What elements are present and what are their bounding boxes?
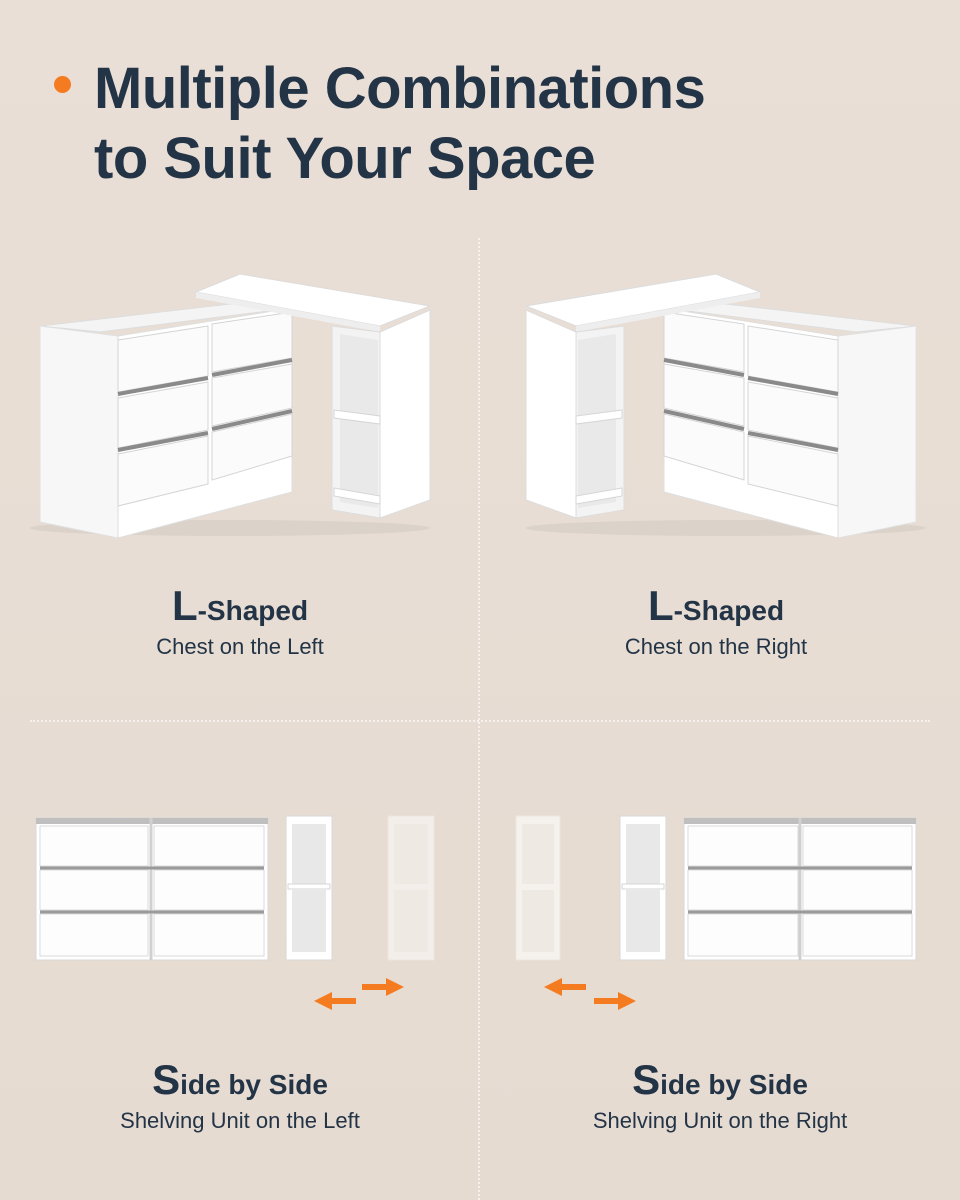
arrow-right-icon (362, 978, 404, 996)
l-shaped-dresser-right-icon (524, 273, 926, 539)
panel-side-by-side-left: Side by Side Shelving Unit on the Left (0, 800, 480, 1160)
panel-subtitle: Chest on the Right (624, 634, 808, 659)
panel-side-by-side-right: Side by Side Shelving Unit on the Right (480, 800, 960, 1160)
arrow-left-icon (544, 978, 586, 996)
panel-l-shaped-right: L-Shaped Chest on the Right (476, 260, 956, 680)
vertical-divider (478, 238, 480, 1200)
arrow-left-icon (314, 992, 356, 1010)
caption-side-by-side-right: Side by Side Shelving Unit on the Right (480, 1056, 960, 1134)
panel-subtitle: Chest on the Left (156, 634, 324, 659)
panel-l-shaped-left: L-Shaped Chest on the Left (0, 260, 480, 680)
panel-title: L-Shaped (171, 582, 309, 629)
caption-l-shaped-left: L-Shaped Chest on the Left (0, 582, 480, 660)
panel-title: Side by Side (632, 1056, 808, 1103)
side-by-side-dresser-shelf-left-arrows-icon (515, 815, 917, 1010)
headline: Multiple Combinations to Suit Your Space (94, 54, 894, 194)
side-by-side-dresser-shelf-right-arrows-icon (35, 815, 435, 1010)
horizontal-divider (30, 720, 930, 722)
panel-subtitle: Shelving Unit on the Left (120, 1108, 360, 1133)
headline-line-2: to Suit Your Space (94, 126, 596, 191)
orange-bullet-icon (54, 76, 71, 93)
panel-title: L-Shaped (647, 582, 785, 629)
caption-side-by-side-left: Side by Side Shelving Unit on the Left (0, 1056, 480, 1134)
headline-line-1: Multiple Combinations (94, 56, 706, 121)
panel-title: Side by Side (152, 1056, 328, 1103)
panel-subtitle: Shelving Unit on the Right (592, 1108, 848, 1133)
arrow-right-icon (594, 992, 636, 1010)
caption-l-shaped-right: L-Shaped Chest on the Right (476, 582, 956, 660)
l-shaped-dresser-left-icon (30, 273, 432, 539)
